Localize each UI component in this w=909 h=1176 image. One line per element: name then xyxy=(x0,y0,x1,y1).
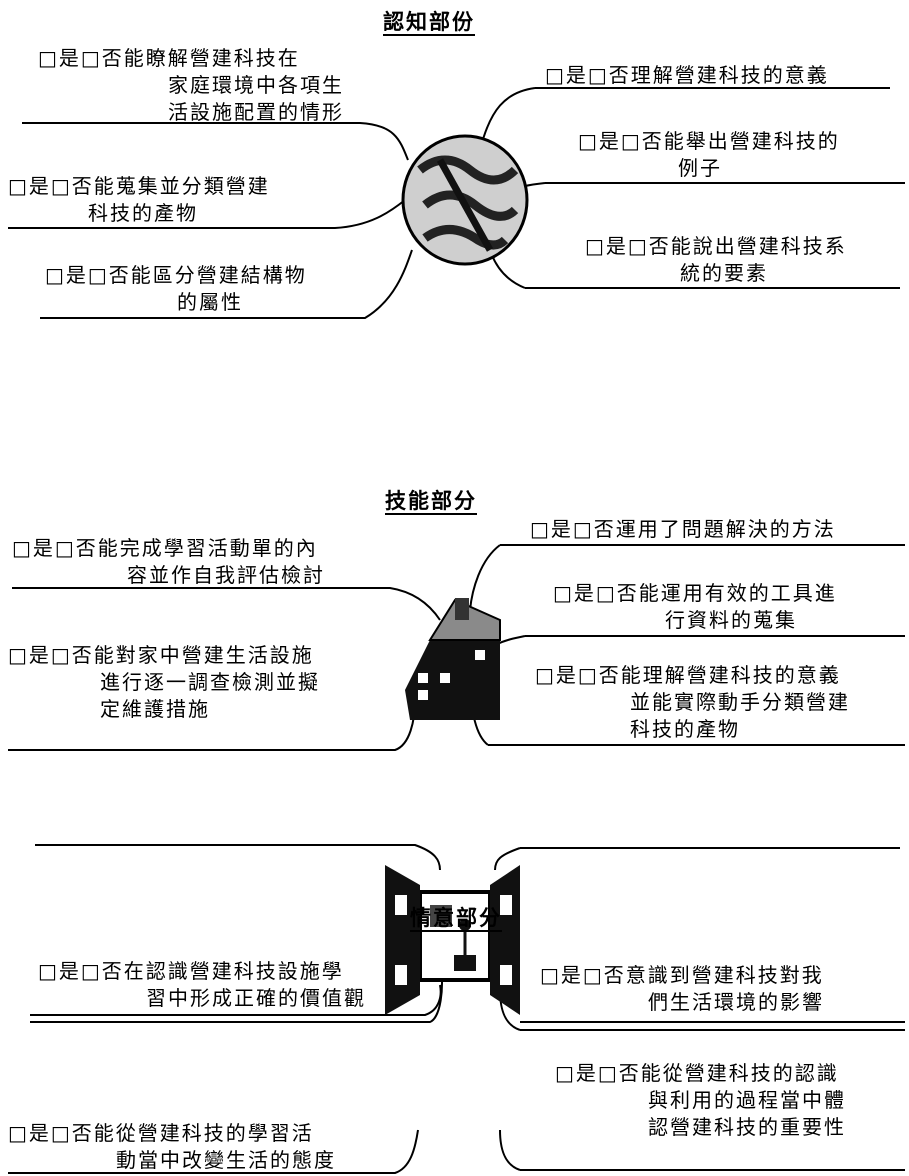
item-line: □是□否運用了問題解決的方法 xyxy=(530,517,836,541)
skills-right-item-3: □是□否能理解營建科技的意義 並能實際動手分類營建 科技的產物 xyxy=(535,662,850,743)
section-title-skills: 技能部分 xyxy=(385,488,477,513)
item-line: □是□否理解營建科技的意義 xyxy=(545,63,829,87)
affective-right-item-2: □是□否能從營建科技的認識 與利用的過程當中體 認營建科技的重要性 xyxy=(555,1060,846,1141)
item-line: 定維護措施 xyxy=(100,697,210,721)
item-line: □是□否能蒐集並分類營建 xyxy=(8,174,270,198)
item-line: 家庭環境中各項生 xyxy=(168,73,344,97)
item-line: □是□否能從營建科技的學習活 xyxy=(8,1121,314,1145)
affective-left-item-1: □是□否在認識營建科技設施學 習中形成正確的價值觀 xyxy=(38,958,366,1012)
item-line: 進行逐一調查檢測並擬 xyxy=(100,670,320,694)
cognitive-right-item-1: □是□否理解營建科技的意義 xyxy=(545,62,829,89)
item-line: □是□否能從營建科技的認識 xyxy=(555,1061,839,1085)
item-line: 與利用的過程當中體 xyxy=(648,1088,846,1112)
item-line: 認營建科技的重要性 xyxy=(648,1115,846,1139)
section-title-cognitive: 認知部份 xyxy=(383,9,475,34)
cognitive-right-item-2: □是□否能舉出營建科技的 例子 xyxy=(578,128,840,182)
item-line: □是□否能說出營建科技系 xyxy=(585,234,847,258)
item-line: □是□否能理解營建科技的意義 xyxy=(535,663,841,687)
cognitive-left-item-2: □是□否能蒐集並分類營建 科技的產物 xyxy=(8,173,338,227)
item-line: 們生活環境的影響 xyxy=(648,990,824,1014)
item-line: 活設施配置的情形 xyxy=(168,100,344,124)
item-line: 習中形成正確的價值觀 xyxy=(146,986,366,1010)
affective-left-item-2: □是□否能從營建科技的學習活 動當中改變生活的態度 xyxy=(8,1120,336,1174)
cognitive-left-item-1: □是□否能瞭解營建科技在 家庭環境中各項生 活設施配置的情形 xyxy=(38,45,358,126)
brain-icon xyxy=(401,134,529,266)
item-line: □是□否能運用有效的工具進 xyxy=(553,581,837,605)
item-line: 的屬性 xyxy=(177,290,243,314)
open-window-icon xyxy=(385,865,520,1015)
cognitive-right-item-3: □是□否能說出營建科技系 統的要素 xyxy=(585,233,847,287)
item-line: 科技的產物 xyxy=(88,201,198,225)
skills-right-item-1: □是□否運用了問題解決的方法 xyxy=(530,516,836,543)
item-line: □是□否能區分營建結構物 xyxy=(45,263,307,287)
item-line: 科技的產物 xyxy=(630,717,740,741)
item-line: 行資料的蒐集 xyxy=(665,608,797,632)
affective-right-item-1: □是□否意識到營建科技對我 們生活環境的影響 xyxy=(540,962,824,1016)
cognitive-left-item-3: □是□否能區分營建結構物 的屬性 xyxy=(45,262,375,316)
item-line: 例子 xyxy=(678,156,722,180)
item-line: □是□否能舉出營建科技的 xyxy=(578,129,840,153)
section-title-affective-text: 情意部分 xyxy=(410,905,502,930)
skills-left-item-2: □是□否能對家中營建生活設施 進行逐一調查檢測並擬 定維護措施 xyxy=(8,642,320,723)
item-line: 統的要素 xyxy=(680,261,768,285)
skills-right-item-2: □是□否能運用有效的工具進 行資料的蒐集 xyxy=(553,580,837,634)
item-line: □是□否意識到營建科技對我 xyxy=(540,963,824,987)
item-line: □是□否在認識營建科技設施學 xyxy=(38,959,344,983)
item-line: □是□否能對家中營建生活設施 xyxy=(8,643,314,667)
item-line: □是□否能完成學習活動單的內 xyxy=(12,536,318,560)
skills-left-item-1: □是□否能完成學習活動單的內 容並作自我評估檢討 xyxy=(12,535,325,589)
item-line: 動當中改變生活的態度 xyxy=(116,1148,336,1172)
item-line: 容並作自我評估檢討 xyxy=(127,563,325,587)
house-icon xyxy=(405,598,501,720)
item-line: 並能實際動手分類營建 xyxy=(630,690,850,714)
item-line: □是□否能瞭解營建科技在 xyxy=(38,46,300,70)
